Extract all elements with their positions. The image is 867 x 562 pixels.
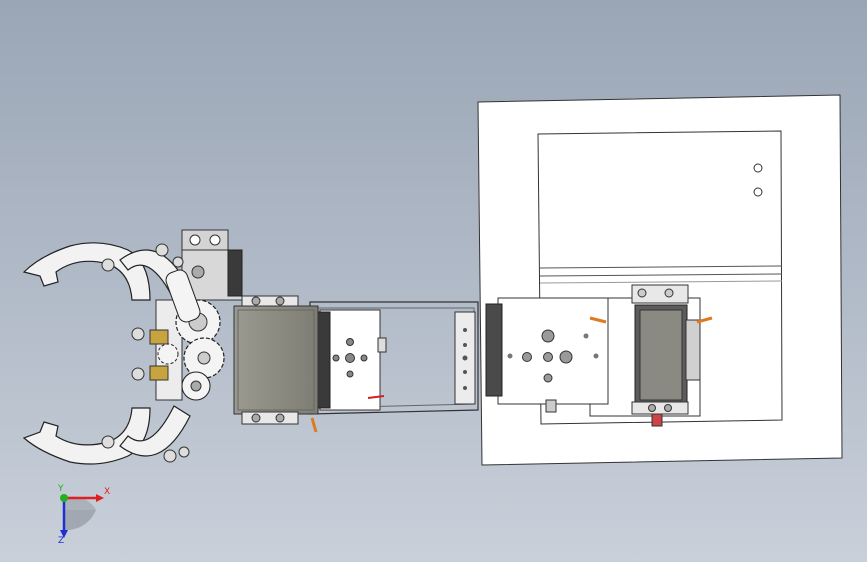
coordinate-triad	[60, 494, 104, 538]
x-axis-label: X	[104, 487, 111, 497]
y-axis-label: Y	[58, 484, 64, 494]
mount-hole	[753, 163, 763, 173]
shoulder-bracket[interactable]	[485, 297, 609, 413]
gripper-servo[interactable]	[149, 229, 243, 401]
mount-hole	[753, 187, 763, 197]
y-axis-marker	[60, 494, 68, 502]
z-axis-label: Z	[58, 536, 65, 546]
gear-train[interactable]	[131, 268, 225, 401]
elbow-servo[interactable]	[310, 309, 387, 433]
wrist-servo[interactable]	[233, 295, 319, 425]
gripper-claw-upper[interactable]	[22, 242, 191, 301]
gripper-claw-lower[interactable]	[22, 405, 191, 465]
